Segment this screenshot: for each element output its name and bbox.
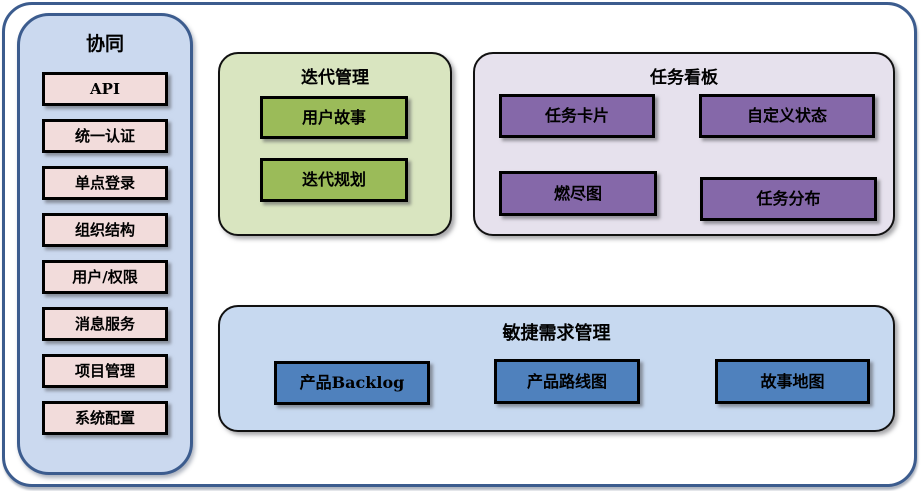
panel-task-kanban: 任务看板 任务卡片 自定义状态 燃尽图 任务分布	[473, 52, 895, 236]
panel-kanban-title: 任务看板	[650, 68, 718, 87]
node-api: API	[42, 72, 168, 106]
collaboration-node-list: API 统一认证 单点登录 组织结构 用户/权限 消息服务 项目管理 系统配置	[42, 72, 168, 435]
node-product-backlog: 产品Backlog	[274, 361, 430, 405]
panel-agile-requirements: 敏捷需求管理 产品Backlog 产品路线图 故事地图	[218, 305, 895, 432]
panel-iteration-title: 迭代管理	[301, 68, 369, 87]
node-single-sign-on: 单点登录	[42, 166, 168, 200]
node-burndown-chart: 燃尽图	[499, 171, 657, 216]
node-project-management: 项目管理	[42, 354, 168, 388]
panel-iteration-management: 迭代管理 用户故事 迭代规划	[218, 52, 452, 236]
node-unified-auth: 统一认证	[42, 119, 168, 153]
node-task-distribution: 任务分布	[700, 177, 877, 221]
node-message-service: 消息服务	[42, 307, 168, 341]
panel-collaboration: 协同 API 统一认证 单点登录 组织结构 用户/权限 消息服务 项目管理 系统…	[17, 13, 193, 475]
node-product-roadmap: 产品路线图	[494, 359, 640, 404]
panel-agile-title: 敏捷需求管理	[502, 323, 611, 343]
node-org-structure: 组织结构	[42, 213, 168, 247]
node-user-permission: 用户/权限	[42, 260, 168, 294]
node-story-map: 故事地图	[715, 359, 870, 404]
node-system-config: 系统配置	[42, 401, 168, 435]
node-user-story: 用户故事	[260, 96, 408, 139]
node-task-card: 任务卡片	[499, 94, 655, 138]
panel-collaboration-title: 协同	[85, 34, 124, 55]
node-iteration-planning: 迭代规划	[260, 158, 408, 202]
node-custom-status: 自定义状态	[699, 94, 875, 138]
